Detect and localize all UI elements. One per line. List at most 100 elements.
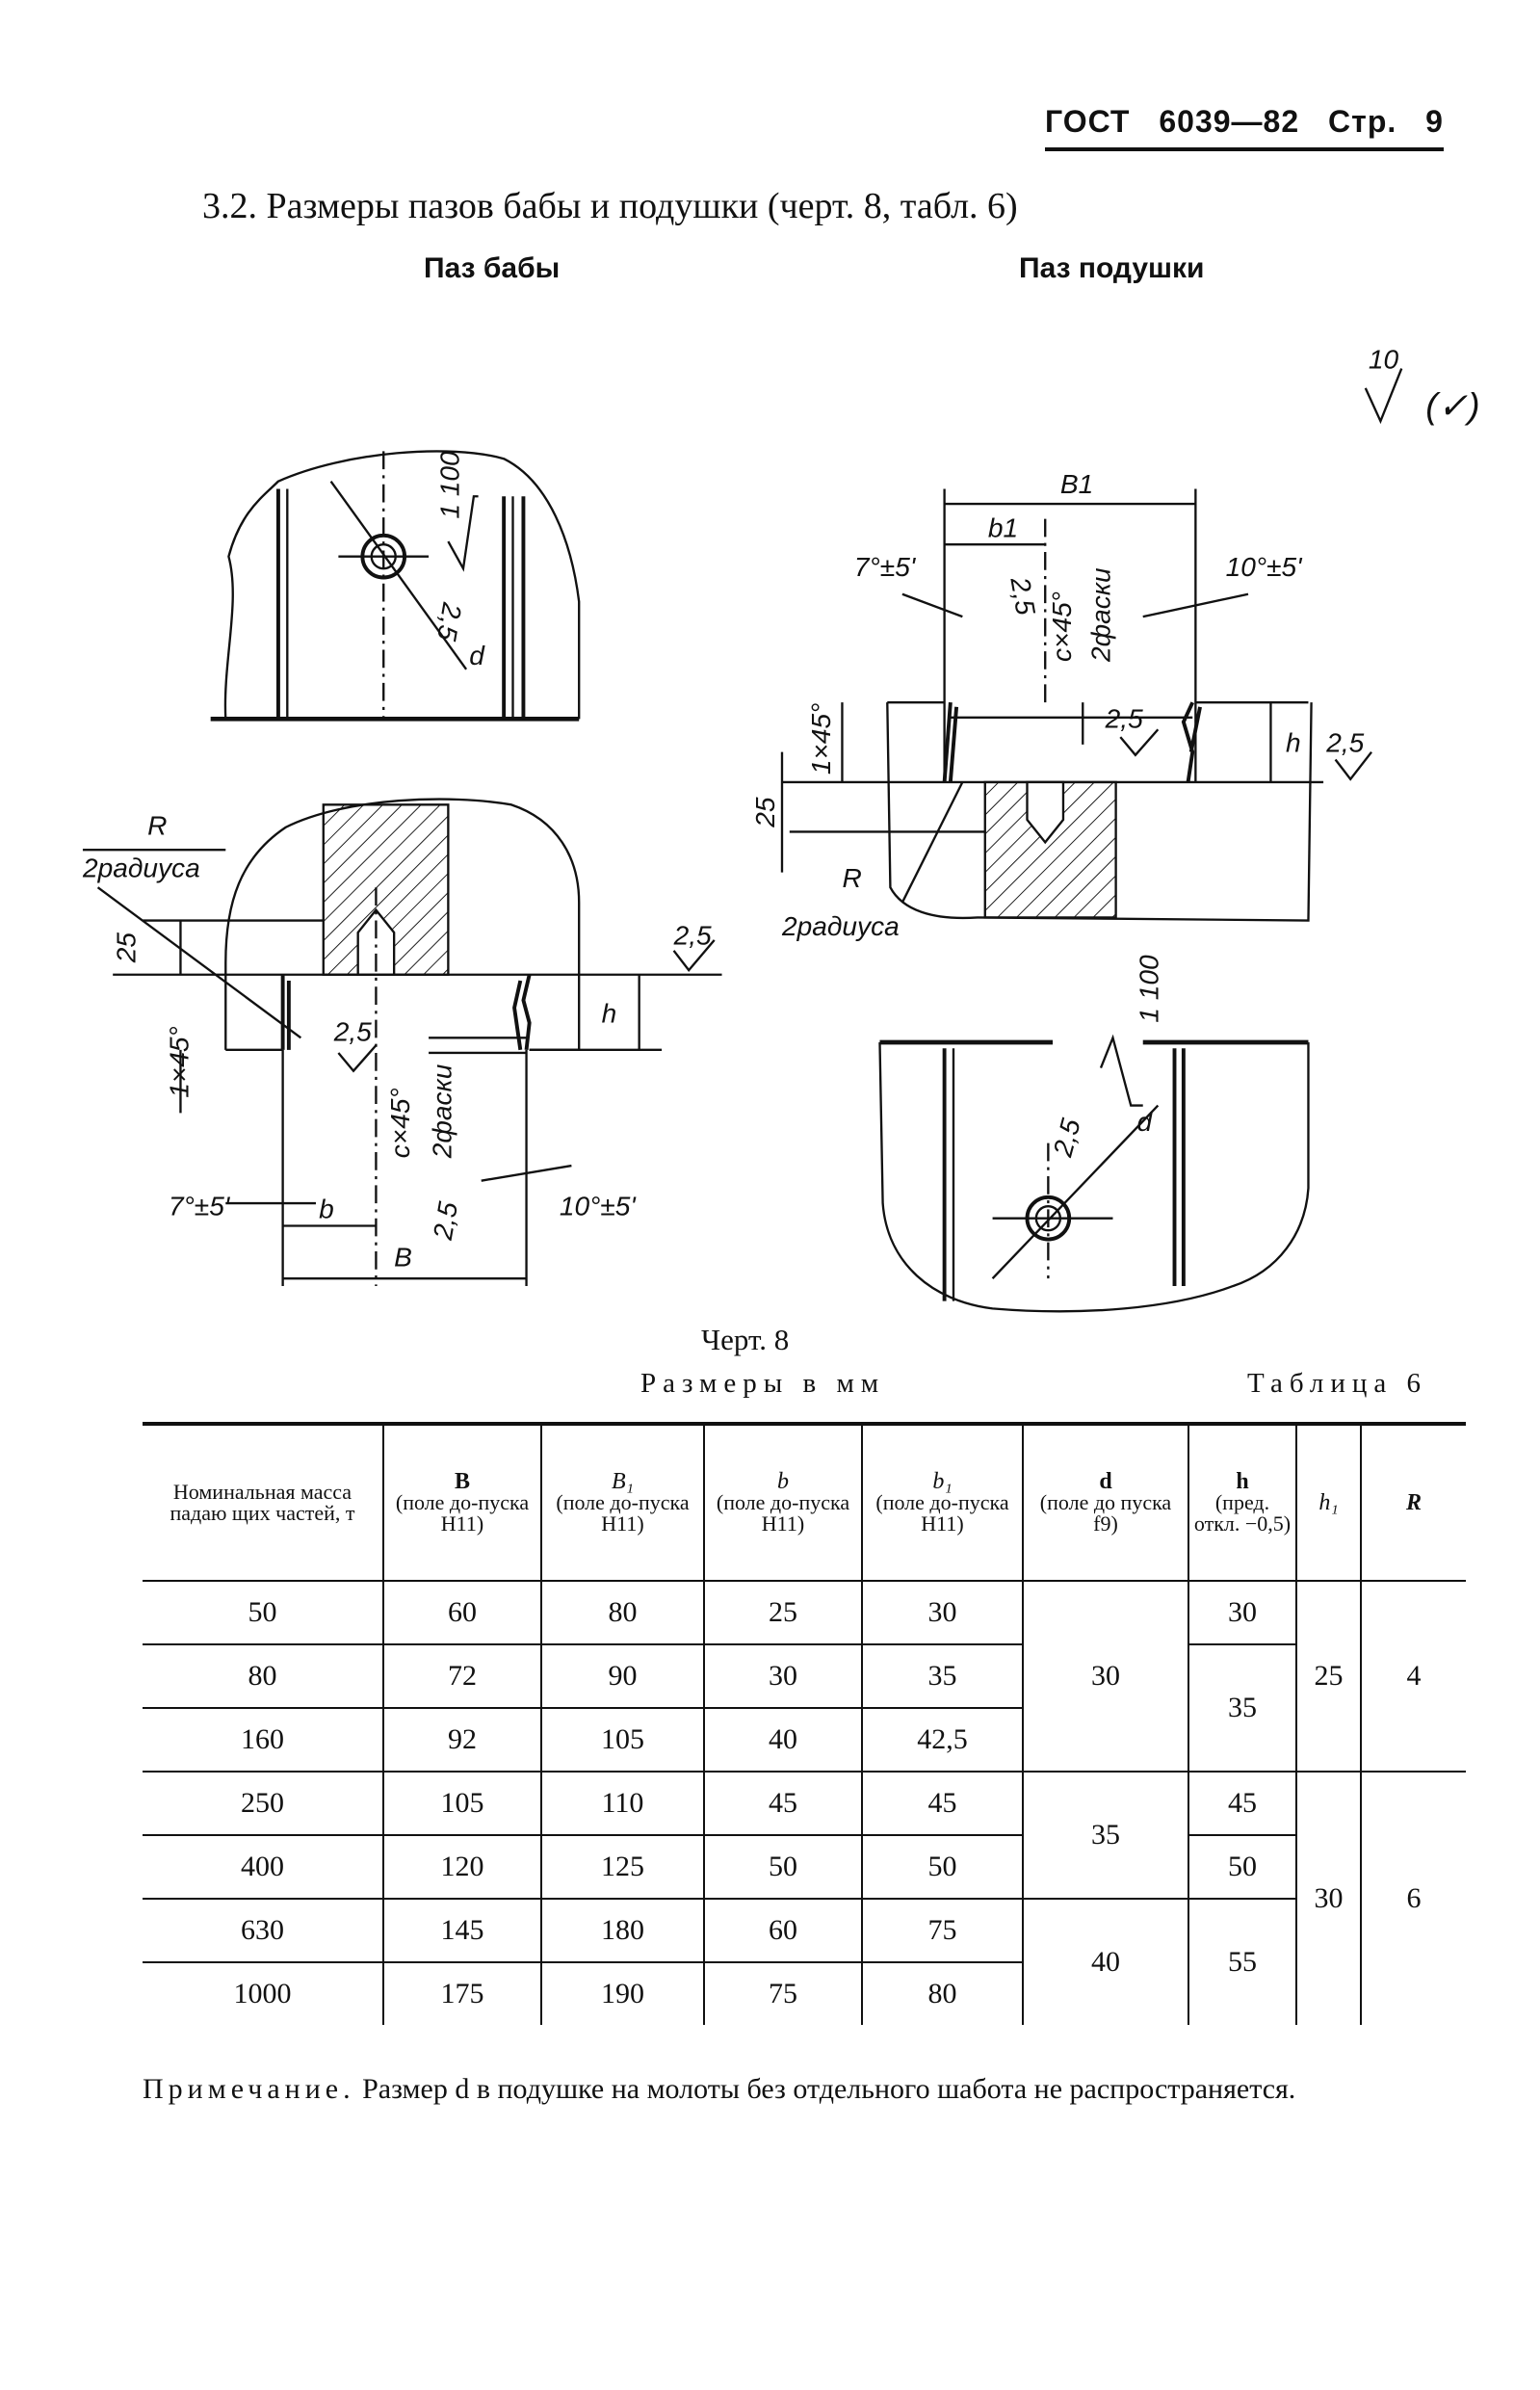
svg-text:c×45°: c×45° xyxy=(385,1088,415,1158)
cell-B1: 80 xyxy=(540,1581,704,1645)
svg-text:R: R xyxy=(842,863,861,893)
svg-text:2фаски: 2фаски xyxy=(427,1064,457,1159)
cell-B1: 190 xyxy=(540,1962,704,2025)
cell-d: 35 xyxy=(1022,1772,1188,1900)
cell-b: 30 xyxy=(703,1644,862,1709)
svg-text:2,5: 2,5 xyxy=(431,600,468,643)
table-header-row: Номинальная масса падаю щих частей, т B(… xyxy=(143,1424,1466,1582)
cell-mass: 80 xyxy=(143,1644,383,1709)
header-h: h(пред. откл. −0,5) xyxy=(1188,1424,1296,1582)
cell-B: 120 xyxy=(382,1835,541,1900)
cell-B: 92 xyxy=(382,1708,541,1773)
svg-text:7°±5': 7°±5' xyxy=(854,552,917,582)
header-b: b(поле до-пуска H11) xyxy=(703,1424,862,1582)
page-number: Стр. 9 xyxy=(1328,104,1444,139)
header-B1: B₁(поле до-пуска H11) xyxy=(540,1424,704,1582)
svg-text:B: B xyxy=(394,1243,412,1273)
svg-text:10°±5': 10°±5' xyxy=(1226,552,1304,582)
table-units: Размеры в мм xyxy=(640,1368,886,1399)
header-b1: b₁(поле до-пуска H11) xyxy=(861,1424,1023,1582)
cell-B: 145 xyxy=(382,1899,541,1963)
cell-B: 60 xyxy=(382,1581,541,1645)
svg-text:2,5: 2,5 xyxy=(1005,574,1041,617)
svg-text:2радиуса: 2радиуса xyxy=(82,853,200,882)
cell-h: 45 xyxy=(1188,1772,1296,1836)
cell-mass: 50 xyxy=(143,1581,383,1645)
header-R: R xyxy=(1360,1424,1466,1582)
svg-text:1×45°: 1×45° xyxy=(806,703,836,775)
cell-b1: 30 xyxy=(861,1581,1023,1645)
cell-b1: 45 xyxy=(861,1772,1023,1836)
svg-text:2,5: 2,5 xyxy=(673,921,712,951)
cell-B1: 90 xyxy=(540,1644,704,1709)
groove-dimensions-table: Номинальная масса падаю щих частей, т B(… xyxy=(143,1422,1466,2025)
standard-number: ГОСТ 6039—82 xyxy=(1045,104,1300,139)
svg-text:2,5: 2,5 xyxy=(1047,1116,1085,1161)
svg-text:B1: B1 xyxy=(1060,469,1093,499)
cell-b1: 75 xyxy=(861,1899,1023,1963)
cell-B1: 125 xyxy=(540,1835,704,1900)
cell-h: 50 xyxy=(1188,1835,1296,1900)
cell-h: 30 xyxy=(1188,1581,1296,1645)
cell-B: 72 xyxy=(382,1644,541,1709)
cell-R: 4 xyxy=(1360,1581,1466,1773)
cell-mass: 250 xyxy=(143,1772,383,1836)
cell-h: 35 xyxy=(1188,1644,1296,1773)
note-text: Размер d в подушке на молоты без отдельн… xyxy=(362,2073,1296,2105)
cell-b: 50 xyxy=(703,1835,862,1900)
cushion-groove-plan-view: 1 100 d 2,5 xyxy=(878,955,1310,1313)
cell-B: 175 xyxy=(382,1962,541,2025)
header-B: B(поле до-пуска H11) xyxy=(382,1424,541,1582)
header-mass: Номинальная масса падаю щих частей, т xyxy=(143,1424,383,1582)
cell-mass: 400 xyxy=(143,1835,383,1900)
ram-groove-plan-view: d 2,5 1 100 xyxy=(210,450,581,722)
cell-h: 55 xyxy=(1188,1899,1296,2025)
cushion-groove-section-view: B1 b1 7°±5' 10°±5' 2,5 c×45° 2фаски 1×45… xyxy=(750,469,1372,941)
table-number: Таблица 6 xyxy=(1247,1368,1428,1399)
table-note: Примечание. Размер d в подушке на молоты… xyxy=(143,2071,1466,2108)
cell-d: 40 xyxy=(1022,1899,1188,2025)
cell-b1: 50 xyxy=(861,1835,1023,1900)
svg-text:7°±5': 7°±5' xyxy=(169,1192,231,1221)
svg-text:1 100: 1 100 xyxy=(434,451,464,519)
header-d: d(поле до пуска f9) xyxy=(1022,1424,1188,1582)
left-drawing-title: Паз бабы xyxy=(424,252,561,284)
svg-text:10: 10 xyxy=(1369,345,1399,375)
svg-text:h: h xyxy=(1286,728,1301,758)
cell-b: 45 xyxy=(703,1772,862,1836)
svg-text:R: R xyxy=(147,811,167,841)
right-drawing-title: Паз подушки xyxy=(1019,252,1205,284)
svg-text:2,5: 2,5 xyxy=(333,1016,372,1046)
svg-text:1×45°: 1×45° xyxy=(164,1026,194,1098)
svg-text:1 100: 1 100 xyxy=(1134,955,1163,1023)
cell-mass: 160 xyxy=(143,1708,383,1773)
svg-text:h: h xyxy=(602,999,617,1029)
cell-h1: 30 xyxy=(1295,1772,1361,2025)
cell-b: 75 xyxy=(703,1962,862,2025)
cell-R: 6 xyxy=(1360,1772,1466,2025)
cell-b: 60 xyxy=(703,1899,862,1963)
svg-text:2радиуса: 2радиуса xyxy=(781,911,900,941)
cell-h1: 25 xyxy=(1295,1581,1361,1773)
svg-text:(✓): (✓) xyxy=(1425,385,1479,426)
cell-b1: 42,5 xyxy=(861,1708,1023,1773)
svg-text:25: 25 xyxy=(750,797,780,828)
section-title: 3.2. Размеры пазов бабы и подушки (черт.… xyxy=(202,186,1018,226)
cell-d: 30 xyxy=(1022,1581,1188,1773)
cell-b: 25 xyxy=(703,1581,862,1645)
cell-B1: 105 xyxy=(540,1708,704,1773)
svg-text:10°±5': 10°±5' xyxy=(560,1192,638,1221)
cell-mass: 630 xyxy=(143,1899,383,1963)
cell-B: 105 xyxy=(382,1772,541,1836)
svg-text:b1: b1 xyxy=(988,512,1018,542)
cell-b1: 80 xyxy=(861,1962,1023,2025)
svg-text:2фаски: 2фаски xyxy=(1085,567,1115,663)
